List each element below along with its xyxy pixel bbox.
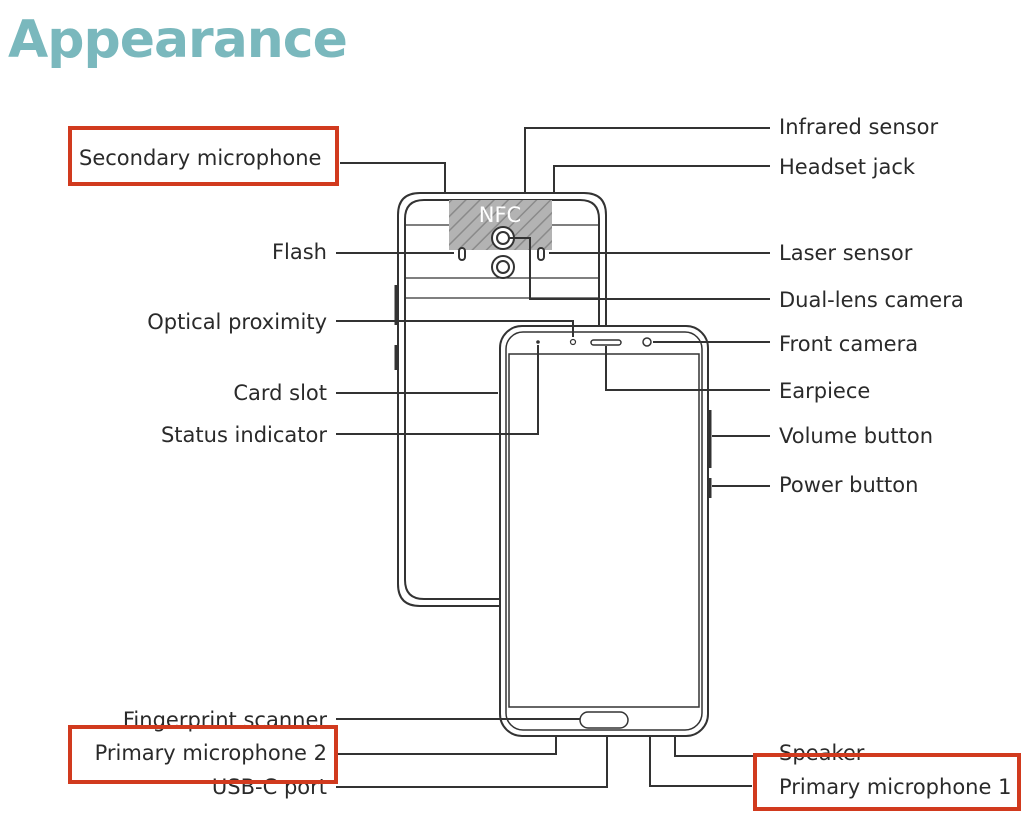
label-front-camera: Front camera	[779, 332, 919, 356]
label-power-button: Power button	[779, 473, 919, 497]
status-led	[536, 340, 540, 344]
camera-lens-upper-inner	[496, 231, 510, 245]
label-primary-microphone-2: Primary microphone 2	[94, 741, 327, 765]
label-card-slot: Card slot	[233, 381, 327, 405]
label-dual-lens-camera: Dual-lens camera	[779, 288, 964, 312]
label-infrared-sensor: Infrared sensor	[779, 115, 939, 139]
label-flash: Flash	[271, 240, 327, 264]
earpiece-slot	[590, 339, 622, 346]
label-secondary-microphone: Secondary microphone	[79, 146, 322, 170]
highlight-box-secondary-microphone	[68, 126, 339, 186]
highlight-box-primary-microphone-2	[68, 725, 338, 784]
camera-lens-lower-inner	[496, 260, 510, 274]
proximity-sensor	[569, 338, 577, 346]
label-volume-button: Volume button	[779, 424, 934, 448]
front-phone	[499, 325, 712, 742]
nfc-label: NFC	[479, 203, 521, 227]
label-laser-sensor: Laser sensor	[779, 241, 913, 265]
laser-sensor-window	[537, 247, 545, 261]
label-earpiece: Earpiece	[779, 379, 871, 403]
fingerprint-sensor	[579, 711, 629, 729]
front-camera-lens	[642, 337, 652, 347]
highlight-box-primary-microphone-1	[753, 753, 1021, 811]
flash-led	[458, 247, 466, 261]
leader-lines	[336, 127, 770, 788]
label-primary-microphone-1: Primary microphone 1	[779, 775, 1012, 799]
page-title: Appearance	[8, 10, 348, 70]
label-optical-proximity: Optical proximity	[147, 310, 327, 334]
label-headset-jack: Headset jack	[779, 155, 916, 179]
label-status-indicator: Status indicator	[160, 423, 327, 447]
label-usb-c-port: USB-C port	[211, 775, 327, 799]
